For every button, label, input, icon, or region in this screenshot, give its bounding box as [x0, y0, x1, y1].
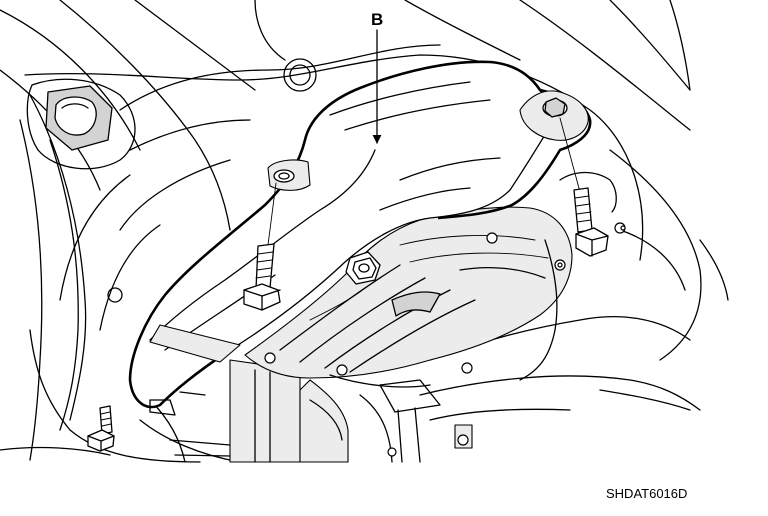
bolt-left	[243, 182, 281, 311]
callout-b: B	[371, 10, 383, 144]
figure-code: SHDAT6016D	[606, 486, 687, 501]
bolt-lower-left	[87, 405, 115, 452]
callout-b-label: B	[371, 10, 383, 29]
engine-mount-nut	[26, 78, 136, 170]
lower-heat-shield	[244, 206, 573, 388]
bolts	[87, 117, 609, 452]
vehicle-underbody	[0, 0, 729, 463]
part-b-heat-shield	[128, 60, 592, 416]
bolt-right	[559, 117, 609, 257]
